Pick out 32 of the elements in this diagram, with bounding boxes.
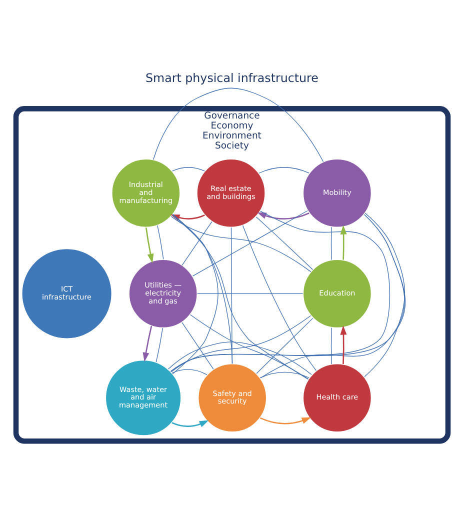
diagram-title: Smart physical infrastructure xyxy=(146,70,318,85)
connector xyxy=(170,315,312,372)
connector xyxy=(172,369,208,375)
connector xyxy=(168,342,312,375)
connector xyxy=(157,225,164,260)
arrow xyxy=(260,417,312,424)
connector xyxy=(182,322,214,370)
connector xyxy=(192,210,308,276)
connector xyxy=(258,167,310,174)
connector xyxy=(190,314,309,380)
connector xyxy=(172,214,233,364)
connector xyxy=(197,293,304,294)
connector xyxy=(260,372,310,378)
connector xyxy=(172,214,309,380)
connector xyxy=(256,216,314,270)
connector xyxy=(156,328,163,362)
arrow xyxy=(340,325,347,364)
arrow xyxy=(340,225,347,260)
connector xyxy=(364,212,406,378)
arrow xyxy=(257,212,310,220)
connector xyxy=(172,167,205,172)
connector xyxy=(182,221,212,266)
arrow xyxy=(172,420,209,428)
connector xyxy=(330,327,332,364)
connector xyxy=(242,225,317,372)
connector xyxy=(172,214,218,374)
arrow xyxy=(142,326,152,362)
connector xyxy=(170,216,312,272)
connector xyxy=(152,88,324,162)
arrow xyxy=(145,228,154,264)
connector xyxy=(330,226,332,260)
connector xyxy=(256,318,314,374)
